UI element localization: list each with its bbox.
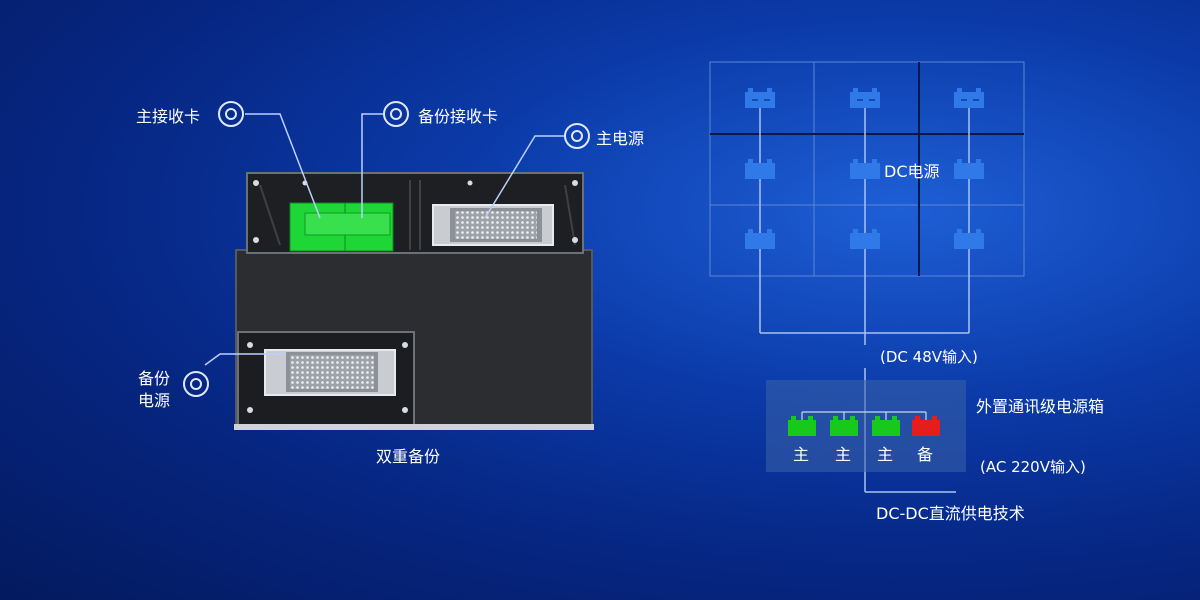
main-receiver-icon bbox=[218, 101, 244, 127]
main-receiver-label: 主接收卡 bbox=[136, 107, 201, 126]
backup-receiver-label: 备份接收卡 bbox=[418, 107, 499, 126]
backup-power-icon bbox=[183, 371, 209, 397]
leader-backup-receiver bbox=[361, 113, 383, 218]
leader-backup-power bbox=[204, 353, 285, 366]
backup-receiver-icon bbox=[383, 101, 409, 127]
unit-label-main-3: 主 bbox=[877, 445, 894, 464]
unit-main-1 bbox=[788, 420, 816, 436]
battery-grid bbox=[745, 88, 984, 249]
unit-main-2 bbox=[830, 420, 858, 436]
ac220-label: (AC 220V输入) bbox=[980, 458, 1086, 476]
dcdc-tech-label: DC-DC直流供电技术 bbox=[876, 504, 1025, 523]
dc48-label: (DC 48V输入) bbox=[880, 348, 978, 366]
leader-main-power bbox=[484, 135, 566, 219]
main-power-icon bbox=[564, 123, 590, 149]
unit-label-main-2: 主 bbox=[835, 445, 852, 464]
main-power-label: 主电源 bbox=[596, 129, 645, 148]
power-box-title: 外置通讯级电源箱 bbox=[976, 397, 1105, 416]
unit-label-main-1: 主 bbox=[793, 445, 810, 464]
unit-label-backup: 备 bbox=[917, 445, 934, 464]
unit-main-3 bbox=[872, 420, 900, 436]
backup-power-label: 备份 电源 bbox=[138, 369, 171, 410]
leader-main-receiver bbox=[245, 113, 321, 219]
dual-backup-caption: 双重备份 bbox=[376, 447, 441, 466]
unit-backup bbox=[912, 420, 940, 436]
dc-power-label: DC电源 bbox=[884, 162, 940, 181]
